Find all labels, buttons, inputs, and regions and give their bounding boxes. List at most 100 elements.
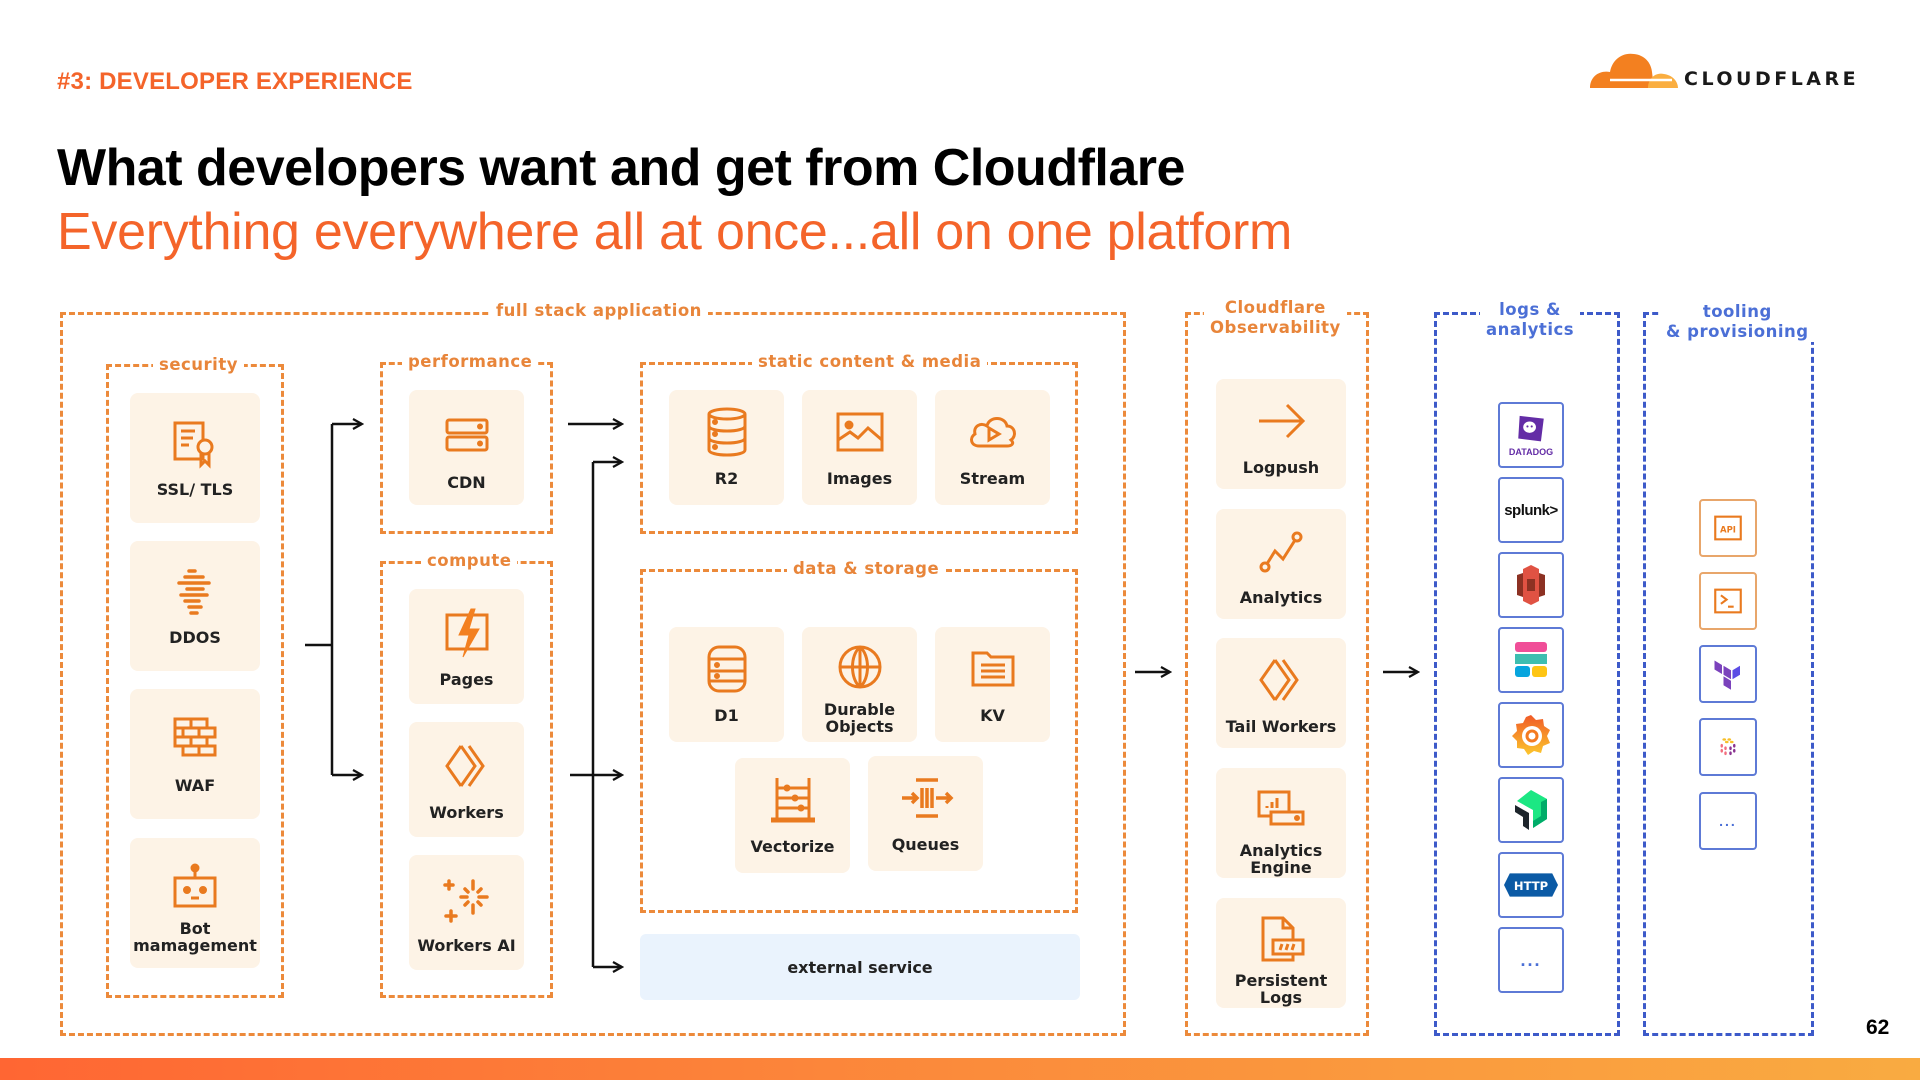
sparkle-icon bbox=[442, 879, 489, 923]
robot-icon bbox=[173, 863, 217, 908]
integration-http[interactable]: HTTP bbox=[1498, 852, 1564, 918]
card-vectorize[interactable]: Vectorize bbox=[735, 758, 850, 873]
brick-wall-icon bbox=[173, 717, 217, 757]
observability-label-line1: Cloudflare bbox=[1224, 298, 1326, 317]
cloudflare-logo: CLOUDFLARE bbox=[1588, 46, 1868, 94]
tool-api[interactable]: API bbox=[1699, 499, 1757, 557]
card-cdn[interactable]: CDN bbox=[409, 390, 524, 505]
logs-analytics-label: logs & analytics bbox=[1480, 300, 1581, 340]
full-stack-label: full stack application bbox=[490, 301, 708, 321]
card-workers[interactable]: Workers bbox=[409, 722, 524, 837]
compute-label: compute bbox=[421, 551, 518, 571]
page-number: 62 bbox=[1866, 1016, 1890, 1039]
card-tail-workers[interactable]: Tail Workers bbox=[1216, 638, 1346, 748]
integration-elastic[interactable] bbox=[1498, 627, 1564, 693]
card-ssl-tls[interactable]: SSL/ TLS bbox=[130, 393, 260, 523]
card-label: KV bbox=[980, 706, 1005, 725]
external-service[interactable]: external service bbox=[640, 934, 1080, 1000]
ddos-icon bbox=[177, 569, 211, 615]
card-r2[interactable]: R2 bbox=[669, 390, 784, 505]
datadog-icon bbox=[1518, 415, 1544, 442]
card-kv[interactable]: KV bbox=[935, 627, 1050, 742]
integration-splunk[interactable]: splunk> bbox=[1498, 477, 1564, 543]
analytics-engine-icon bbox=[1257, 790, 1305, 826]
card-logpush[interactable]: Logpush bbox=[1216, 379, 1346, 489]
tool-more[interactable]: ... bbox=[1699, 792, 1757, 850]
pulumi-icon bbox=[1720, 738, 1736, 756]
amazon-s3-icon bbox=[1517, 565, 1545, 605]
card-stream[interactable]: Stream bbox=[935, 390, 1050, 505]
arrow-right-icon bbox=[1259, 403, 1306, 439]
integration-new-relic[interactable] bbox=[1498, 777, 1564, 843]
globe-icon bbox=[838, 645, 881, 689]
card-label: Pages bbox=[439, 670, 494, 689]
terminal-icon bbox=[1714, 588, 1742, 614]
terraform-icon bbox=[1714, 660, 1740, 690]
card-label: DDOS bbox=[169, 628, 221, 647]
tooling-label: tooling & provisioning bbox=[1660, 302, 1815, 342]
data-storage-label: data & storage bbox=[787, 559, 946, 579]
tool-pulumi[interactable] bbox=[1699, 718, 1757, 776]
sql-database-icon bbox=[707, 645, 746, 693]
integration-datadog[interactable]: DATADOG bbox=[1498, 402, 1564, 468]
integration-grafana[interactable] bbox=[1498, 702, 1564, 768]
cloud-play-icon bbox=[969, 417, 1016, 448]
card-label: Tail Workers bbox=[1225, 717, 1337, 736]
card-queues[interactable]: Queues bbox=[868, 756, 983, 871]
http-icon: HTTP bbox=[1504, 873, 1558, 897]
queue-icon bbox=[901, 778, 953, 818]
card-label: SSL/ TLS bbox=[156, 480, 234, 499]
card-label: WAF bbox=[174, 776, 216, 795]
security-label: security bbox=[153, 355, 244, 375]
api-icon: API bbox=[1714, 515, 1742, 541]
more-dots: ... bbox=[1520, 949, 1542, 970]
tool-terraform[interactable] bbox=[1699, 645, 1757, 703]
log-file-icon bbox=[1261, 916, 1305, 962]
card-label: Persistent Logs bbox=[1234, 971, 1328, 1007]
cloudflare-cloud-icon bbox=[1590, 53, 1678, 88]
card-label: Analytics Engine bbox=[1239, 841, 1323, 877]
tool-cli[interactable] bbox=[1699, 572, 1757, 630]
abacus-icon bbox=[770, 778, 815, 823]
line-chart-icon bbox=[1259, 531, 1303, 573]
card-persistent-logs[interactable]: Persistent Logs bbox=[1216, 898, 1346, 1008]
card-d1[interactable]: D1 bbox=[669, 627, 784, 742]
footer-gradient-bar bbox=[0, 1058, 1920, 1080]
workers-icon bbox=[444, 745, 485, 787]
card-images[interactable]: Images bbox=[802, 390, 917, 505]
datadog-text: DATADOG bbox=[1508, 447, 1554, 457]
static-content-label: static content & media bbox=[752, 352, 988, 372]
card-label: Vectorize bbox=[750, 837, 835, 856]
more-dots: ... bbox=[1719, 813, 1737, 829]
logs-analytics-label-line1: logs & bbox=[1499, 300, 1561, 319]
card-waf[interactable]: WAF bbox=[130, 689, 260, 819]
database-icon bbox=[707, 407, 746, 457]
card-durable-objects[interactable]: Durable Objects bbox=[802, 627, 917, 742]
http-text: HTTP bbox=[1514, 879, 1548, 893]
card-pages[interactable]: Pages bbox=[409, 589, 524, 704]
card-workers-ai[interactable]: Workers AI bbox=[409, 855, 524, 970]
card-bot-management[interactable]: Bot mamagement bbox=[130, 838, 260, 968]
api-text: API bbox=[1720, 525, 1736, 535]
card-analytics[interactable]: Analytics bbox=[1216, 509, 1346, 619]
performance-label: performance bbox=[402, 352, 539, 372]
logs-analytics-label-line2: analytics bbox=[1486, 320, 1575, 339]
card-label: CDN bbox=[447, 473, 486, 492]
integration-amazon-s3[interactable] bbox=[1498, 552, 1564, 618]
card-ddos[interactable]: DDOS bbox=[130, 541, 260, 671]
server-icon bbox=[445, 418, 488, 452]
card-label: Workers AI bbox=[417, 936, 516, 955]
card-label: R2 bbox=[714, 469, 739, 488]
section-eyebrow: #3: DEVELOPER EXPERIENCE bbox=[57, 68, 413, 95]
card-analytics-engine[interactable]: Analytics Engine bbox=[1216, 768, 1346, 878]
tooling-label-line2: & provisioning bbox=[1666, 322, 1809, 341]
tooling-label-line1: tooling bbox=[1702, 302, 1772, 321]
splunk-text: splunk> bbox=[1504, 501, 1558, 519]
integration-more[interactable]: ... bbox=[1498, 927, 1564, 993]
page-subtitle: Everything everywhere all at once...all … bbox=[57, 203, 1293, 261]
card-label: Analytics bbox=[1239, 588, 1323, 607]
card-label: D1 bbox=[714, 706, 739, 725]
card-label: Images bbox=[826, 469, 893, 488]
card-label: Logpush bbox=[1242, 458, 1320, 477]
card-label: Durable Objects bbox=[823, 700, 896, 736]
